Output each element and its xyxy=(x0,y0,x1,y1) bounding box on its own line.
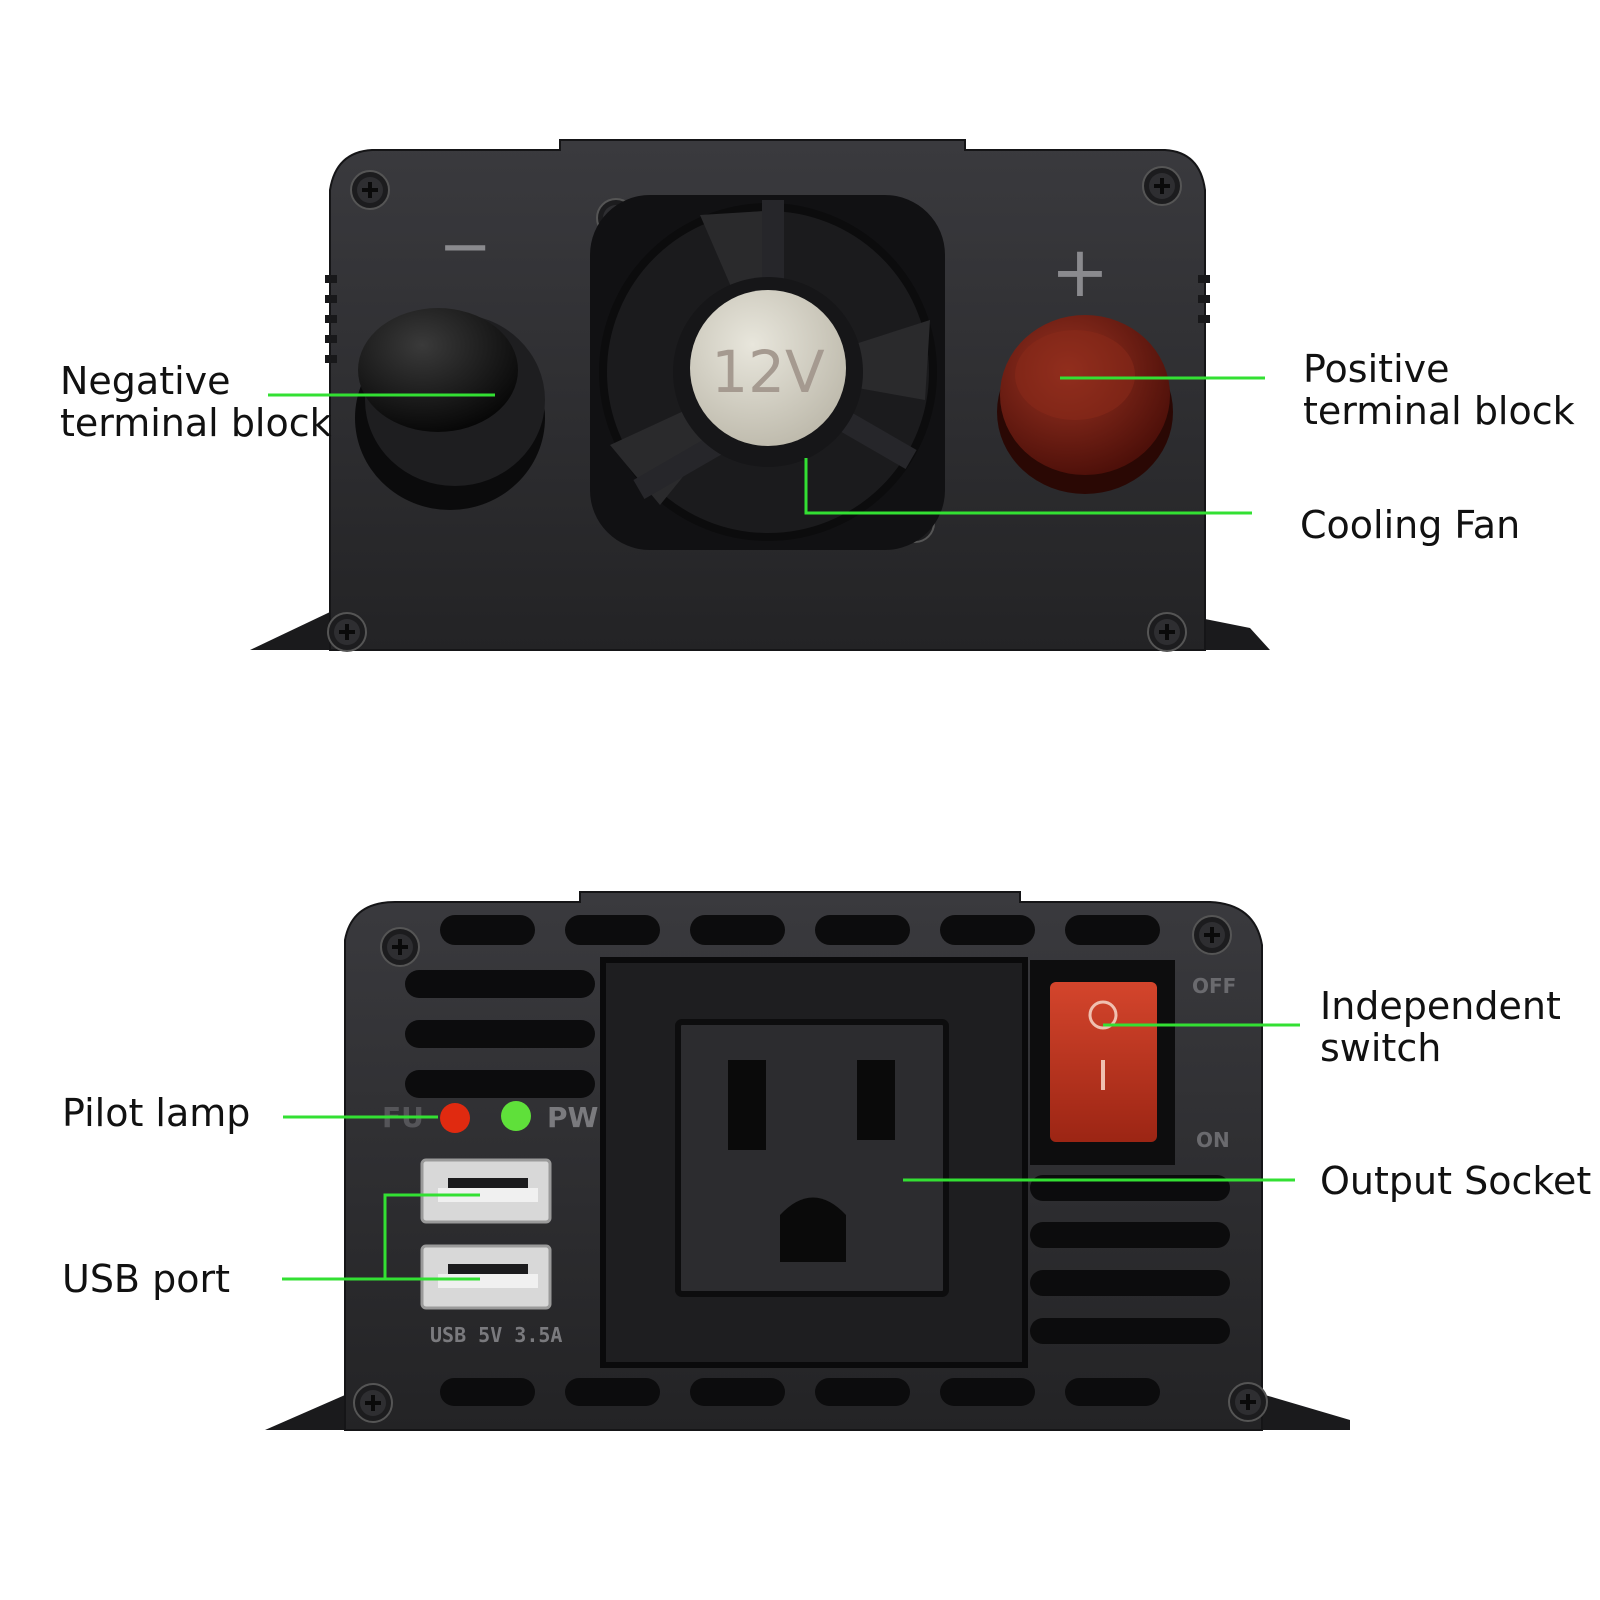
independent-switch xyxy=(1030,960,1175,1165)
independent-switch-callout: Independent switch xyxy=(1320,985,1561,1069)
screw-icon xyxy=(349,169,391,211)
fan-hub-sticker xyxy=(690,290,846,446)
independent-switch-callout-line2: switch xyxy=(1320,1026,1442,1070)
negative-terminal-callout: Negative terminal block xyxy=(60,360,332,444)
screw-icon xyxy=(326,611,368,653)
screw-icon xyxy=(352,1382,394,1424)
positive-terminal-callout-line2: terminal block xyxy=(1303,389,1575,433)
cooling-fan-leader xyxy=(804,458,1252,515)
left-vent-slots xyxy=(405,970,595,1098)
usb-port-1 xyxy=(420,1158,552,1224)
top-inverter-view: 12V − + xyxy=(250,139,1270,653)
cooling-fan xyxy=(590,195,945,550)
top-side-fins xyxy=(325,275,1210,363)
fault-led xyxy=(440,1103,470,1133)
negative-terminal-callout-line2: terminal block xyxy=(60,401,332,445)
minus-symbol: − xyxy=(438,210,492,284)
usb-port-callout: USB port xyxy=(62,1257,230,1301)
cooling-fan-callout: Cooling Fan xyxy=(1300,503,1521,547)
power-led-label: PW xyxy=(547,1101,599,1134)
bottom-vent-slots xyxy=(440,1378,1160,1406)
bottom-inverter-view: OFF ON FU PW USB 5V 3.5A xyxy=(265,891,1350,1431)
output-socket xyxy=(600,957,1028,1368)
negative-terminal-knob xyxy=(355,308,545,510)
switch-on-label: ON xyxy=(1196,1128,1230,1152)
usb-port-leader xyxy=(282,1193,480,1281)
negative-terminal-callout-line1: Negative xyxy=(60,359,231,403)
usb-spec-label: USB 5V 3.5A xyxy=(430,1323,562,1347)
power-led xyxy=(501,1101,531,1131)
pilot-lamp-callout: Pilot lamp xyxy=(62,1091,251,1135)
screw-icon xyxy=(1191,914,1233,956)
top-vent-slots xyxy=(440,915,1160,945)
output-socket-callout: Output Socket xyxy=(1320,1159,1592,1203)
screw-icon xyxy=(1146,611,1188,653)
positive-terminal-knob xyxy=(997,315,1173,494)
fan-voltage-label: 12V xyxy=(711,338,825,406)
independent-switch-callout-line1: Independent xyxy=(1320,984,1561,1028)
positive-terminal-callout-line1: Positive xyxy=(1303,347,1450,391)
usb-port-2 xyxy=(420,1244,552,1310)
right-mounting-foot xyxy=(1255,1392,1350,1430)
plus-symbol: + xyxy=(1051,231,1110,313)
screw-icon xyxy=(1227,1381,1269,1423)
positive-terminal-callout: Positive terminal block xyxy=(1303,348,1575,432)
screw-icon xyxy=(379,926,421,968)
switch-off-label: OFF xyxy=(1192,974,1236,998)
screw-icon xyxy=(1141,165,1183,207)
